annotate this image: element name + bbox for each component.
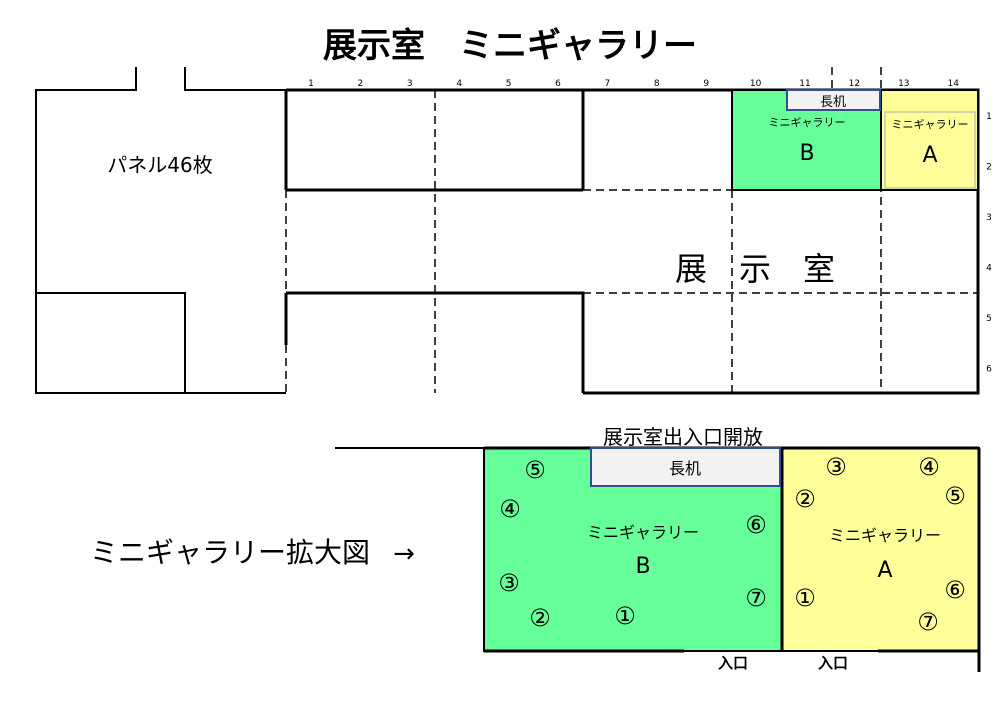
exhibition-room-label: 展 示 室 (675, 250, 835, 288)
entrance-left-label: 入口 (718, 654, 748, 672)
enlarged-gallery-b-title: ミニギャラリー (587, 523, 699, 542)
gallery-b-spot: ⑦ (745, 584, 767, 612)
left-area-outline (35, 67, 286, 394)
gallery-b-spot: ③ (498, 569, 520, 597)
left-small-room (36, 292, 186, 393)
left-area-top-wall (184, 67, 286, 91)
bench-top (786, 89, 881, 111)
row-number: 2 (986, 163, 992, 173)
column-number: 13 (898, 79, 909, 89)
row-numbers: 1 2 3 4 5 6 (986, 112, 992, 375)
column-number: 4 (456, 79, 462, 89)
gallery-b-spot: ⑤ (524, 456, 546, 484)
column-number: 6 (555, 79, 561, 89)
gallery-b-spot: ① (614, 602, 636, 630)
gallery-b-spot: ④ (499, 495, 521, 523)
gallery-a-spot: ① (794, 584, 816, 612)
gallery-b-top-title: ミニギャラリー (769, 116, 846, 129)
gallery-a-spot: ⑤ (944, 482, 966, 510)
panel-count-label: パネル46枚 (107, 153, 212, 177)
enlarged-gallery-a-title: ミニギャラリー (829, 526, 941, 545)
row-number: 6 (986, 365, 992, 375)
gallery-b-spots: ① ②③ ④⑤ ⑥ ⑦ (498, 456, 767, 632)
enlarged-gallery-b-letter: B (635, 554, 650, 579)
column-number: 1 (308, 79, 314, 89)
gallery-b-spot: ⑥ (745, 511, 767, 539)
column-number: 10 (750, 79, 762, 89)
gallery-a-spot: ⑥ (944, 576, 966, 604)
column-number: 7 (605, 79, 611, 89)
entrance-right-label: 入口 (818, 654, 848, 672)
bench-enlarged-label: 長机 (669, 459, 701, 478)
row-number: 1 (986, 112, 992, 122)
exhibition-room-outline (286, 88, 980, 395)
gallery-a-spot: ③ (825, 453, 847, 481)
bench-enlarged (590, 447, 781, 487)
gallery-a-spot: ② (794, 485, 816, 513)
enlarged-gallery-a (781, 447, 980, 652)
column-number: 9 (703, 79, 709, 89)
gallery-a-spots: ① ②③ ④⑤ ⑥⑦ (794, 453, 966, 636)
mini-gallery-a-area (880, 89, 979, 191)
gallery-a-spot: ④ (918, 453, 940, 481)
mini-gallery-a-inner-frame (884, 111, 976, 189)
column-number: 5 (506, 79, 512, 89)
gallery-a-top-title: ミニギャラリー (892, 118, 969, 131)
row-number: 5 (986, 314, 992, 324)
bench-top-label: 長机 (820, 95, 846, 110)
column-number: 11 (799, 79, 810, 89)
row-number: 3 (986, 213, 992, 223)
row-number: 4 (986, 264, 992, 274)
column-number: 8 (654, 79, 660, 89)
column-number: 14 (947, 79, 959, 89)
gallery-a-top-letter: A (922, 143, 937, 168)
gallery-b-spot: ② (529, 604, 551, 632)
gallery-a-spot: ⑦ (917, 608, 939, 636)
enlarged-heading: ミニギャラリー拡大図 (90, 536, 370, 569)
column-number: 3 (407, 79, 413, 89)
page-title: 展示室 ミニギャラリー (323, 26, 697, 66)
gallery-b-top-letter: B (799, 141, 814, 166)
column-number: 2 (358, 79, 364, 89)
column-number: 12 (849, 79, 860, 89)
open-entrance-label: 展示室出入口開放 (603, 425, 763, 449)
enlarged-gallery-a-letter: A (877, 558, 892, 583)
arrow-icon: → (393, 539, 415, 569)
